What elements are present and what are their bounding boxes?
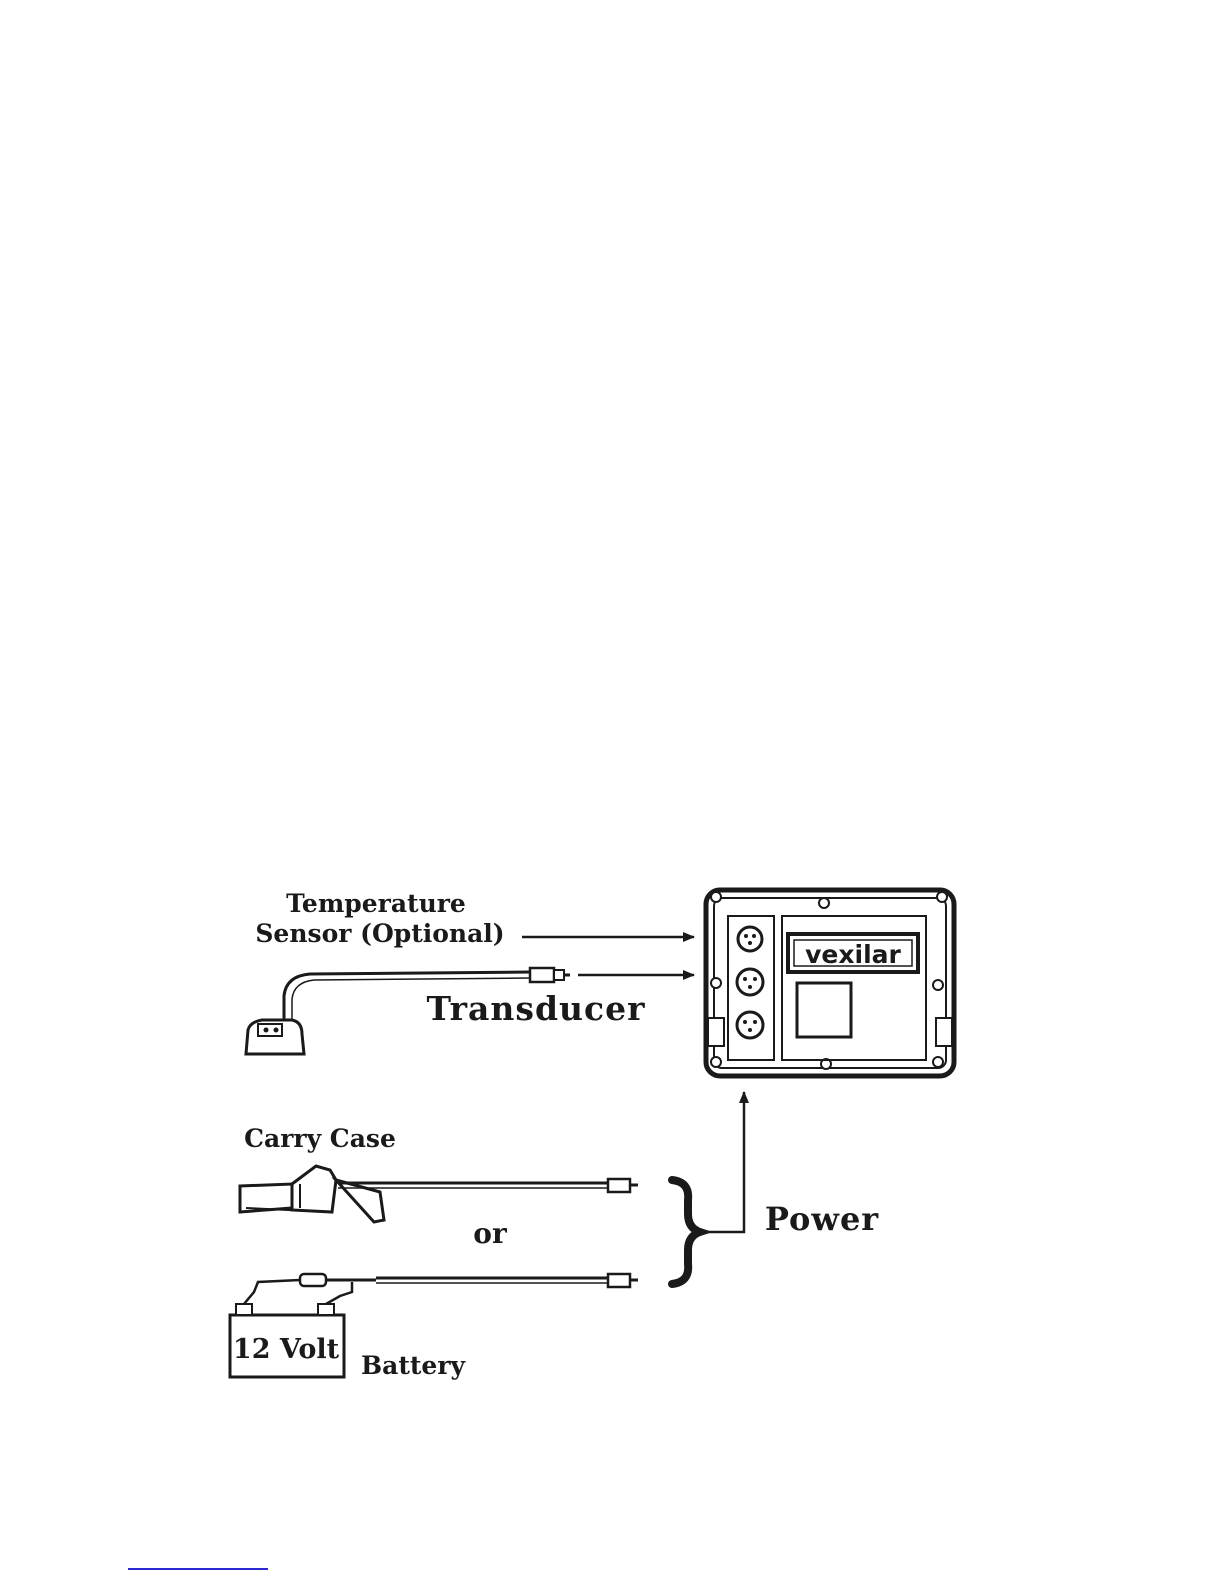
carry-case-label: Carry Case bbox=[244, 1124, 396, 1153]
temperature-sensor-sublabel: Sensor (Optional) bbox=[255, 919, 504, 948]
temperature-sensor-label: Temperature bbox=[286, 889, 466, 918]
power-label: Power bbox=[765, 1200, 879, 1238]
sonar-unit: vexilar bbox=[706, 890, 954, 1076]
carry-case bbox=[240, 1166, 638, 1222]
power-arrow bbox=[700, 1092, 744, 1232]
power-brace bbox=[672, 1180, 700, 1284]
transducer-label: Transducer bbox=[426, 989, 645, 1028]
battery-label: Battery bbox=[361, 1351, 467, 1380]
footnote-rule bbox=[128, 1568, 268, 1570]
brand-logo: vexilar bbox=[805, 940, 901, 969]
battery-volt-label: 12 Volt bbox=[233, 1334, 340, 1365]
or-label: or bbox=[473, 1217, 508, 1250]
